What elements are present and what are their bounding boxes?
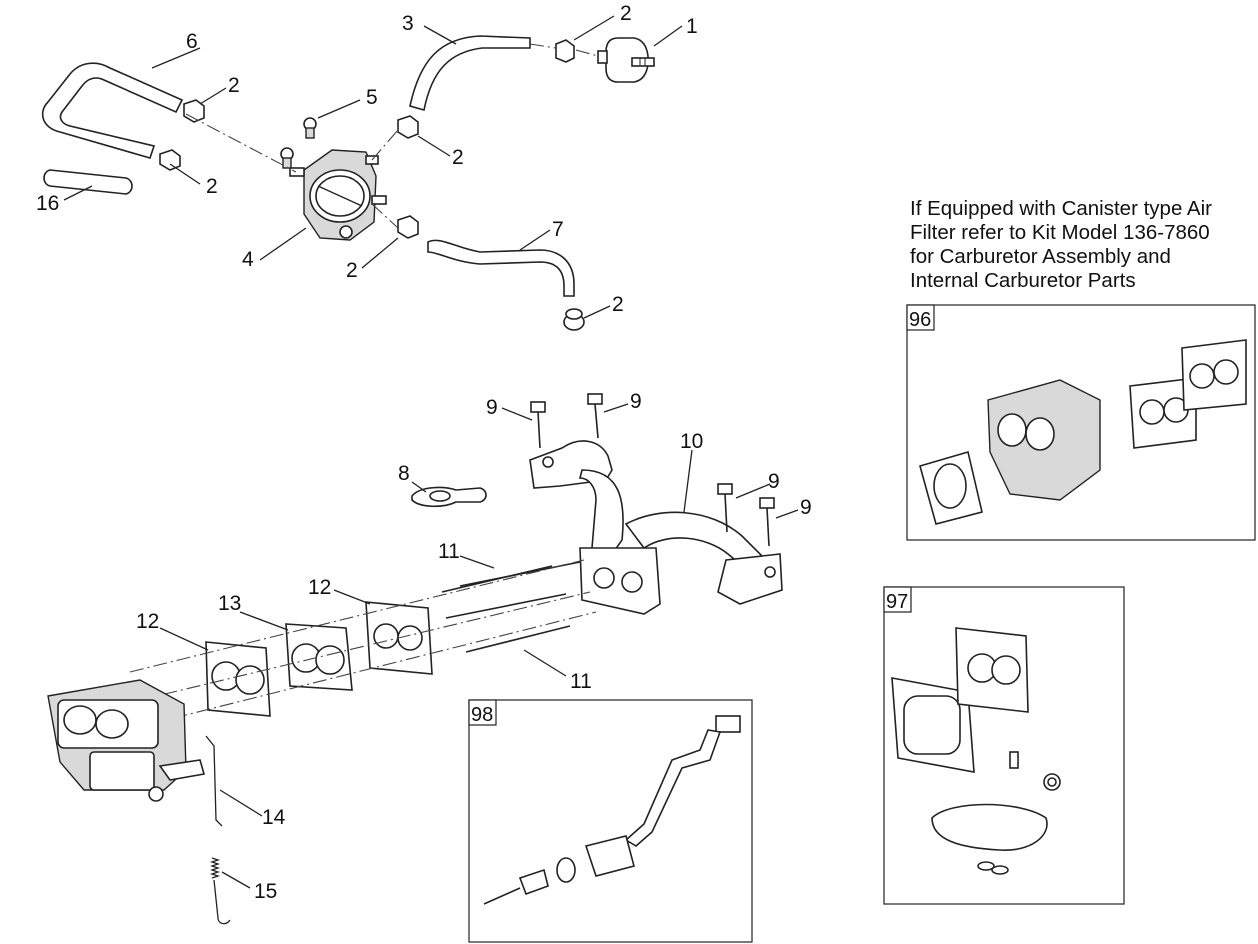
callout-2: 2 <box>612 293 624 316</box>
callout-6: 6 <box>186 30 198 53</box>
studs-11 <box>441 561 581 653</box>
gasket-8 <box>411 486 487 508</box>
inset-label-98: 98 <box>471 704 493 726</box>
carburetor <box>47 679 206 802</box>
fuel-pump <box>289 149 387 241</box>
callout-15: 15 <box>254 880 277 903</box>
gaskets-12-13 <box>205 601 433 717</box>
callout-11: 11 <box>438 540 460 563</box>
callout-5: 5 <box>366 86 378 109</box>
bolts-9 <box>530 393 775 547</box>
hose-16 <box>43 169 133 195</box>
callout-14: 14 <box>262 806 286 829</box>
intake-manifold <box>529 440 783 615</box>
choke-link-14 <box>205 735 223 827</box>
callout-9: 9 <box>800 496 812 519</box>
callout-2: 2 <box>452 146 464 169</box>
callout-8: 8 <box>398 462 410 485</box>
inset-label-96: 96 <box>909 309 931 331</box>
callout-12: 12 <box>308 576 331 599</box>
inset-96 <box>906 304 1256 541</box>
fuel-filter <box>597 37 655 83</box>
callout-7: 7 <box>552 218 564 241</box>
callout-2: 2 <box>620 2 632 25</box>
note-line: If Equipped with Canister type Air <box>910 197 1212 220</box>
hose-3 <box>409 35 531 112</box>
callout-2: 2 <box>228 74 240 97</box>
inset-97 <box>883 586 1125 905</box>
callout-3: 3 <box>402 12 414 35</box>
hose-clamps <box>159 39 585 331</box>
callout-9: 9 <box>486 396 498 419</box>
spring-15 <box>209 857 231 925</box>
callout-2: 2 <box>346 259 358 282</box>
callout-11: 11 <box>570 670 592 693</box>
hose-6 <box>41 62 184 159</box>
callout-4: 4 <box>242 248 254 271</box>
hose-7 <box>427 239 575 297</box>
callout-1: 1 <box>686 15 698 38</box>
note-line: for Carburetor Assembly and <box>910 245 1171 268</box>
callout-16: 16 <box>36 192 59 215</box>
pump-screws <box>280 117 317 169</box>
callout-labels: 1 2 3 2 6 2 5 2 2 16 4 2 7 2 9 9 10 9 9 … <box>36 2 812 903</box>
callout-9: 9 <box>630 390 642 413</box>
inset-98 <box>468 699 753 943</box>
note-line: Internal Carburetor Parts <box>910 269 1136 292</box>
callout-12: 12 <box>136 610 159 633</box>
note-line: Filter refer to Kit Model 136-7860 <box>910 221 1210 244</box>
callout-10: 10 <box>680 430 703 453</box>
inset-label-97: 97 <box>886 591 908 613</box>
canister-air-filter-note: If Equipped with Canister type Air Filte… <box>910 197 1255 293</box>
callout-9: 9 <box>768 470 780 493</box>
callout-13: 13 <box>218 592 241 615</box>
leader-lines <box>63 15 799 889</box>
callout-2: 2 <box>206 175 218 198</box>
